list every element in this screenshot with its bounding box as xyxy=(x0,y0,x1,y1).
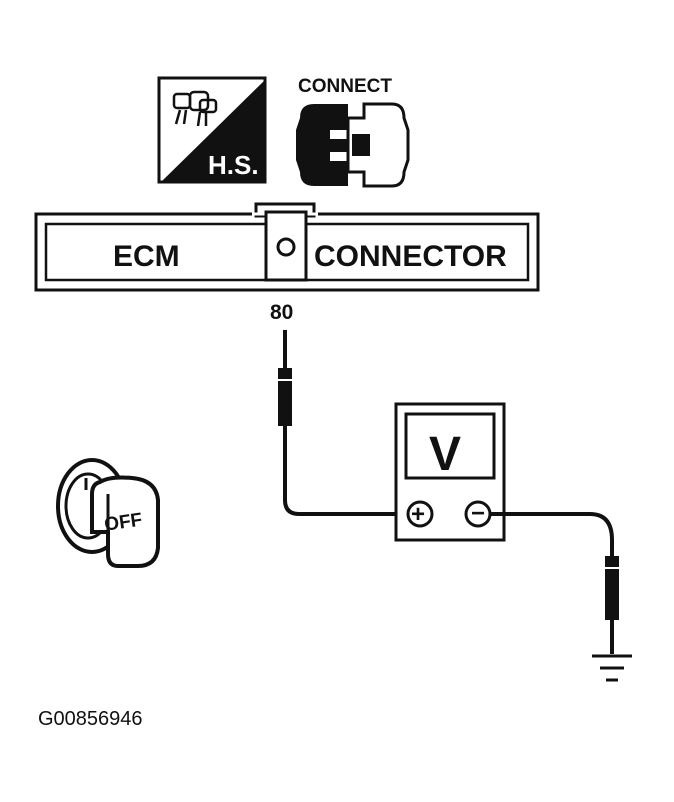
terminal-number: 80 xyxy=(270,301,293,324)
ecm-label: ECM xyxy=(113,240,180,273)
harness-connector-icon: H.S. xyxy=(157,76,267,184)
positive-terminal: + xyxy=(406,500,434,528)
ignition-key-icon xyxy=(90,475,160,568)
figure-id: G00856946 xyxy=(38,708,143,730)
harness-icon-label: H.S. xyxy=(208,150,259,180)
voltmeter-display: V xyxy=(429,428,461,481)
negative-probe xyxy=(490,512,619,654)
plug-icon xyxy=(172,90,218,127)
ground-symbol xyxy=(592,654,632,682)
connect-icon: CONNECT xyxy=(296,76,410,188)
ecm-connector: ECM CONNECTOR xyxy=(34,202,540,292)
positive-probe xyxy=(278,330,404,516)
connect-icon-label: CONNECT xyxy=(298,76,392,97)
plus-symbol: + xyxy=(411,501,425,528)
connector-label: CONNECTOR xyxy=(314,240,507,273)
terminal-80-pin xyxy=(276,237,296,257)
voltmeter: V + − xyxy=(394,402,506,542)
ignition-position: OFF xyxy=(103,510,144,536)
ignition-switch: OFF xyxy=(56,458,160,568)
negative-terminal: − xyxy=(464,500,492,528)
minus-symbol: − xyxy=(471,500,485,527)
